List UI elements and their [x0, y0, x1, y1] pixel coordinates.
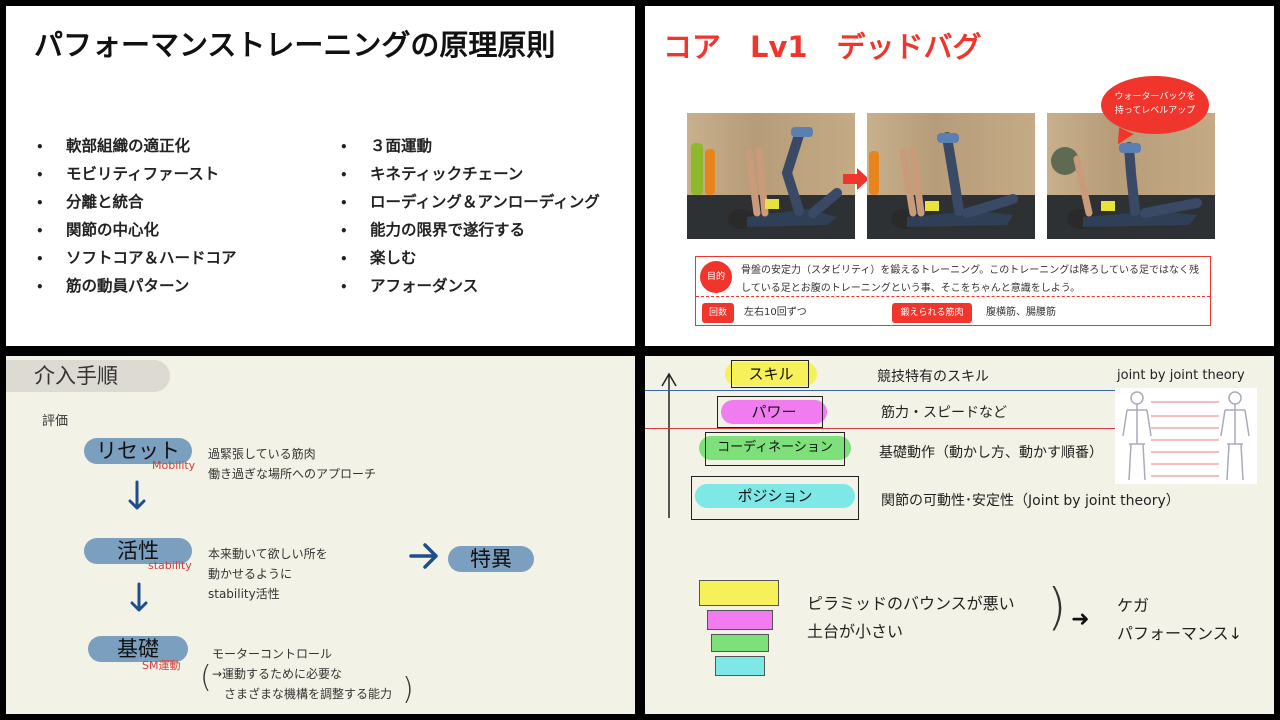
activation-pill: 活性 — [84, 538, 192, 564]
purpose-text: 骨盤の安定力（スタビリティ）を鍛えるトレーニング。このトレーニングは降ろしている… — [741, 265, 1199, 294]
foundation-sub: SM運動 — [142, 659, 181, 672]
down-arrow-icon — [130, 582, 148, 612]
list-item: 分離と統合 — [36, 188, 237, 216]
list-item: 楽しむ — [340, 244, 600, 272]
paren-close: ) — [402, 672, 414, 707]
reset-pill: リセット — [84, 438, 192, 464]
pyramid-slide: スキル 競技特有のスキル パワー 筋力・スピードなど コーディネーション 基礎動… — [645, 356, 1274, 714]
pyramid-result: ケガ パフォーマンス↓ — [1117, 592, 1242, 648]
text-line: 土台が小さい — [807, 622, 904, 641]
up-arrow-icon — [661, 372, 677, 518]
list-item: 筋の動員パターン — [36, 272, 237, 300]
foundation-pill: 基礎 — [88, 636, 188, 662]
position-box — [691, 476, 859, 520]
desc-line: stability活性 — [208, 587, 280, 601]
skeleton-diagram — [1115, 388, 1257, 484]
intervention-header: 介入手順 — [6, 360, 170, 392]
reps-value: 左右10回ずつ — [744, 307, 807, 318]
person-figure-icon — [869, 132, 1018, 229]
divider-blue — [645, 390, 1115, 391]
list-item: 関節の中心化 — [36, 216, 237, 244]
jbj-label: joint by joint theory — [1117, 368, 1245, 383]
list-item: アフォーダンス — [340, 272, 600, 300]
desc-line: 動かせるように — [208, 567, 293, 581]
speech-bubble: ウォーターバックを 持ってレベルアップ — [1101, 76, 1209, 134]
desc-line: 働き過ぎな場所へのアプローチ — [208, 467, 377, 481]
pyramid-tier-top — [699, 580, 779, 606]
coordination-desc: 基礎動作（動かし方、動かす順番） — [879, 445, 1103, 461]
list-item: モビリティファースト — [36, 160, 237, 188]
purpose-badge: 目的 — [700, 261, 732, 293]
divider — [696, 296, 1210, 297]
bubble-text: 持ってレベルアップ — [1114, 106, 1196, 116]
list-item: キネティックチェーン — [340, 160, 600, 188]
desc-line: さまざまな機構を調整する能力 — [224, 687, 393, 701]
exercise-photo-1 — [687, 113, 855, 239]
exercise-title: コア Lv1 デッドバグ — [663, 30, 982, 64]
activation-sub: stability — [148, 559, 192, 572]
specific-pill: 特異 — [448, 546, 534, 572]
list-item: ローディング＆アンローディング — [340, 188, 600, 216]
pyramid-tier-base — [715, 656, 765, 676]
person-figure-icon — [691, 127, 842, 229]
paren-open: ( — [200, 660, 212, 695]
muscles-badge: 鍛えられる筋肉 — [892, 303, 972, 323]
list-item: ソフトコア＆ハードコア — [36, 244, 237, 272]
principles-list-left: 軟部組織の適正化 モビリティファースト 分離と統合 関節の中心化 ソフトコア＆ハ… — [36, 132, 237, 300]
exercise-info-box: 目的 骨盤の安定力（スタビリティ）を鍛えるトレーニング。このトレーニングは降ろし… — [695, 256, 1211, 326]
desc-line: モーターコントロール — [212, 647, 333, 661]
coordination-box — [705, 432, 845, 466]
exercise-photo-2 — [867, 113, 1035, 239]
reset-sub: Mobility — [152, 459, 196, 472]
bubble-text: ウォーターバックを — [1114, 92, 1196, 102]
text-line: パフォーマンス↓ — [1117, 624, 1243, 643]
coordination-pill: コーディネーション — [699, 436, 851, 460]
skill-box — [731, 360, 809, 388]
principles-title: パフォーマンストレーニングの原理原則 — [34, 28, 556, 62]
right-arrow-icon — [409, 543, 438, 569]
desc-line: →運動するために必要な — [212, 667, 343, 681]
reps-badge: 回数 — [702, 303, 734, 323]
skill-pill: スキル — [725, 362, 817, 386]
paren-close: ) — [1047, 578, 1067, 636]
down-arrow-icon — [128, 480, 146, 510]
position-desc: 関節の可動性･安定性（Joint by joint theory） — [881, 493, 1180, 509]
reset-desc: 過緊張している筋肉 働き過ぎな場所へのアプローチ — [208, 444, 376, 484]
foundation-desc: モーターコントロール →運動するために必要な さまざまな機構を調整する能力 — [212, 644, 392, 704]
list-item: 軟部組織の適正化 — [36, 132, 237, 160]
power-box — [717, 396, 823, 428]
person-figure-icon — [1051, 142, 1202, 229]
intervention-slide: 介入手順 評価 リセット Mobility 過緊張している筋肉 働き過ぎな場所へ… — [6, 356, 635, 714]
list-item: 能力の限界で遂行する — [340, 216, 600, 244]
evaluation-label: 評価 — [42, 414, 69, 429]
skeleton-icon — [1122, 391, 1250, 481]
skill-desc: 競技特有のスキル — [877, 369, 989, 385]
position-pill: ポジション — [695, 484, 855, 508]
text-line: ケガ — [1117, 596, 1150, 615]
deadbug-slide: コア Lv1 デッドバグ — [645, 6, 1274, 346]
power-desc: 筋力・スピードなど — [881, 405, 1007, 421]
right-arrow-icon: ➜ — [1071, 607, 1090, 632]
list-item: ３面運動 — [340, 132, 600, 160]
right-arrow-icon — [843, 168, 869, 190]
pyramid-tier-3 — [711, 634, 769, 652]
pyramid-problem: ピラミッドのバウンスが悪い 土台が小さい — [807, 590, 1015, 646]
principles-slide: パフォーマンストレーニングの原理原則 軟部組織の適正化 モビリティファースト 分… — [6, 6, 635, 346]
activation-desc: 本来動いて欲しい所を 動かせるように stability活性 — [208, 544, 328, 604]
text-line: ピラミッドのバウンスが悪い — [807, 594, 1015, 613]
exercise-photo-3 — [1047, 113, 1215, 239]
muscles-value: 腹横筋、腸腰筋 — [986, 307, 1056, 318]
desc-line: 過緊張している筋肉 — [208, 447, 316, 461]
desc-line: 本来動いて欲しい所を — [208, 547, 328, 561]
power-pill: パワー — [721, 400, 827, 424]
pyramid-tier-2 — [707, 610, 773, 630]
principles-list-right: ３面運動 キネティックチェーン ローディング＆アンローディング 能力の限界で遂行… — [340, 132, 600, 300]
divider-red — [645, 428, 1115, 429]
